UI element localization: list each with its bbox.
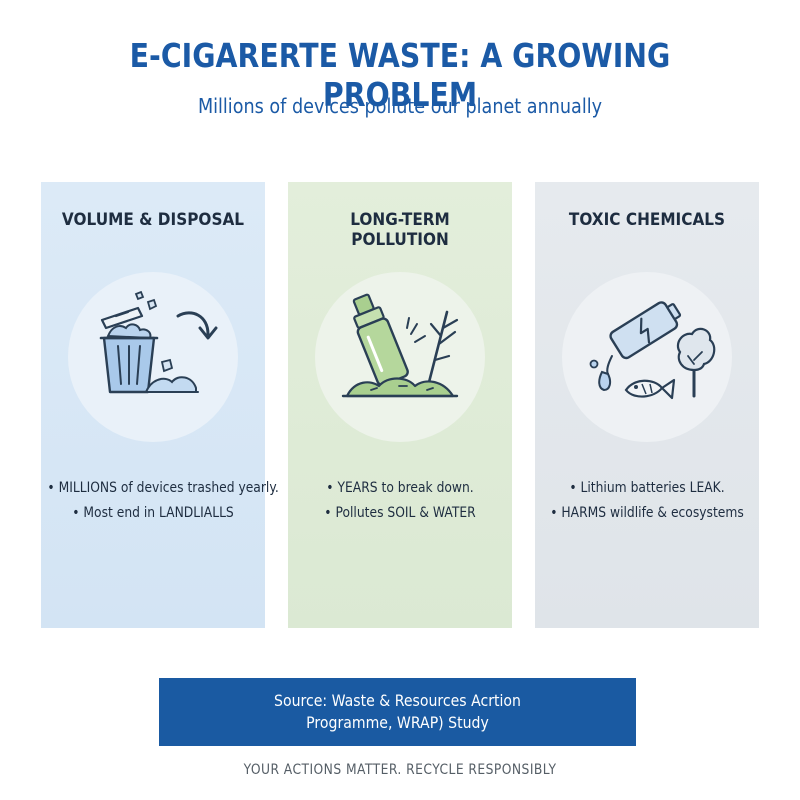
source-banner: Source: Waste & Resources Acrtion Progra… (159, 678, 636, 746)
bullet-list: • MILLIONS of devices trashed yearly. • … (33, 476, 279, 526)
panel-title: TOXIC CHEMICALS (568, 210, 726, 230)
page-subtitle: Millions of devices pollute our planet a… (197, 94, 603, 118)
icon-circle (562, 272, 732, 442)
panel-long-term-pollution: LONG-TERM POLLUTION • YEARS to break dow… (288, 182, 512, 628)
trash-can-icon (99, 290, 218, 394)
bullet-item: • Pollutes SOIL & WATER (324, 505, 476, 521)
bullet-item: • HARMS wildlife & ecosystems (550, 505, 744, 521)
panel-title: LONG-TERM POLLUTION (350, 210, 450, 250)
footer-tagline: YOUR ACTIONS MATTER. RECYCLE RESPONSIBLY (243, 762, 557, 778)
bullet-item: • YEARS to break down. (326, 480, 474, 496)
source-line: Source: Waste & Resources Acrtion (274, 691, 521, 710)
icon-circle (68, 272, 238, 442)
page-title: E-CIGARERTE WASTE: A GROWING PROBLEM (129, 36, 671, 114)
bullet-item: • MILLIONS of devices trashed yearly. (47, 480, 279, 496)
bullet-item: • Lithium batteries LEAK. (569, 480, 725, 496)
source-line: Programme, WRAP) Study (306, 713, 489, 732)
panel-volume-disposal: VOLUME & DISPOSAL • MILLIONS of devices … (41, 182, 279, 628)
leaking-battery-icon (589, 301, 716, 400)
vape-in-soil-icon (341, 293, 459, 398)
bullet-item: • Most end in LANDLIALLS (72, 505, 234, 521)
bullet-list: • Lithium batteries LEAK. • HARMS wildli… (527, 476, 767, 526)
panel-title: VOLUME & DISPOSAL (61, 210, 245, 230)
bullet-list: • YEARS to break down. • Pollutes SOIL &… (280, 476, 520, 526)
panel-toxic-chemicals: TOXIC CHEMICALS • Lithium batteries LE (535, 182, 759, 628)
icon-circle (315, 272, 485, 442)
